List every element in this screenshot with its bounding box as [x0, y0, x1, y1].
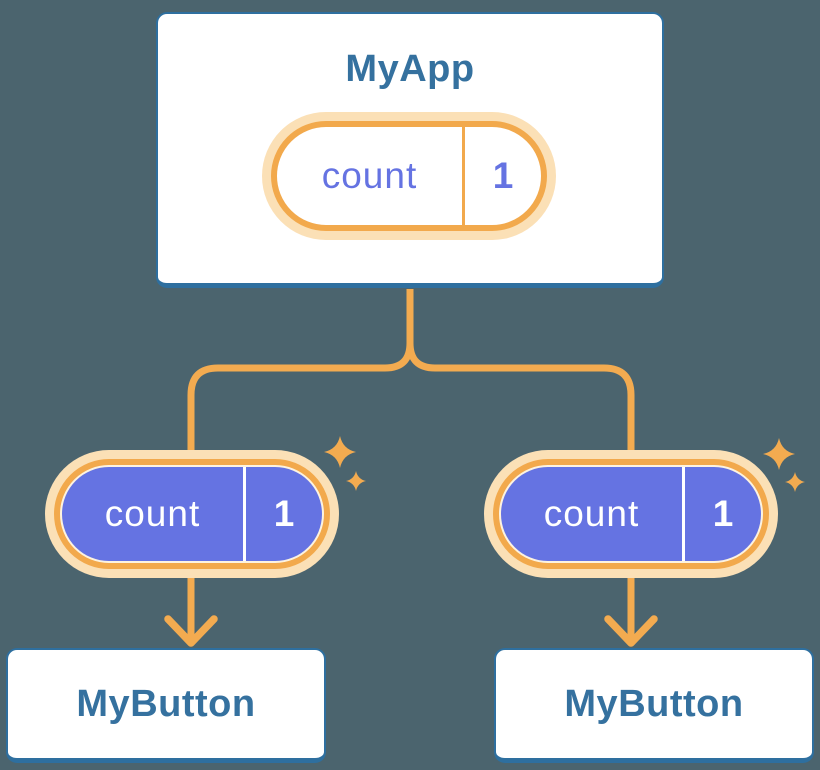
arrow-down-icon: [604, 615, 658, 647]
prop-pill-right: count 1: [484, 450, 778, 578]
component-card-child-left: MyButton: [6, 648, 326, 763]
prop-pill-ring: count 1: [493, 459, 769, 569]
sparkle-icon: [763, 438, 795, 470]
pill-divider: [243, 467, 246, 561]
component-card-root: MyApp count 1: [156, 12, 664, 288]
state-name: count: [321, 155, 418, 196]
state-pill-body: count 1: [277, 127, 541, 225]
prop-value: 1: [712, 493, 734, 534]
sparkle-icon: [346, 471, 366, 491]
pill-divider: [682, 467, 685, 561]
sparkle-icon: [324, 436, 356, 468]
component-card-child-right: MyButton: [494, 648, 814, 763]
prop-name: count: [543, 493, 640, 534]
prop-value: 1: [273, 493, 295, 534]
prop-pill-body: count 1: [62, 467, 322, 561]
branch-line-right: [406, 289, 635, 640]
state-pill-ring: count 1: [271, 121, 547, 231]
pill-divider: [462, 127, 465, 225]
prop-pill-ring: count 1: [54, 459, 330, 569]
arrow-down-icon: [164, 615, 218, 647]
component-title: MyApp: [345, 48, 475, 90]
state-value: 1: [492, 155, 514, 196]
sparkle-icon: [785, 472, 805, 492]
state-pill-root: count 1: [262, 112, 556, 240]
prop-name: count: [104, 493, 201, 534]
prop-pill-body: count 1: [501, 467, 761, 561]
prop-pill-left: count 1: [45, 450, 339, 578]
